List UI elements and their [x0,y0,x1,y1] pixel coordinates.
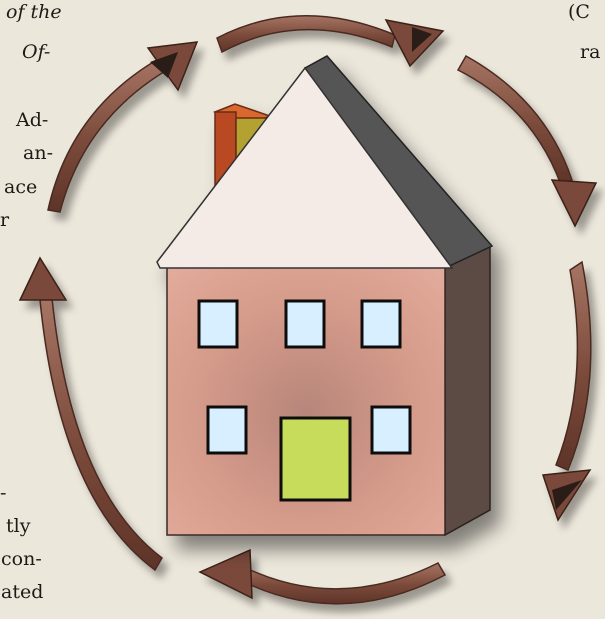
cycle-arrow-icon [198,548,447,605]
text-fragment: ated [1,581,44,603]
cycle-arrow-icon [18,256,163,572]
text-fragment: an- [23,142,53,164]
text-fragment: Of- [22,41,51,63]
cycle-arrow-icon [216,15,445,68]
text-fragment: r [0,209,10,231]
text-fragment: con- [1,548,42,570]
window-icon [284,299,326,349]
house-side-wall [444,244,491,537]
text-fragment: of the [6,1,62,23]
text-fragment: (C [568,1,590,23]
window-icon [197,299,239,349]
cycle-arrow-icon [541,260,592,522]
door-icon [279,416,352,502]
window-icon [206,405,248,455]
roof-front [156,66,454,269]
cycle-arrow-icon [456,54,598,228]
text-fragment: tly [6,515,31,537]
house-icon [156,55,494,537]
window-icon [370,405,412,455]
text-fragment: - [0,482,7,504]
window-icon [360,299,402,349]
text-fragment: ra [580,41,601,63]
cycle-arrow-icon [47,41,199,213]
text-fragment: ace [4,176,38,198]
text-fragment: Ad- [16,109,49,131]
cycle-arrows [18,15,598,605]
